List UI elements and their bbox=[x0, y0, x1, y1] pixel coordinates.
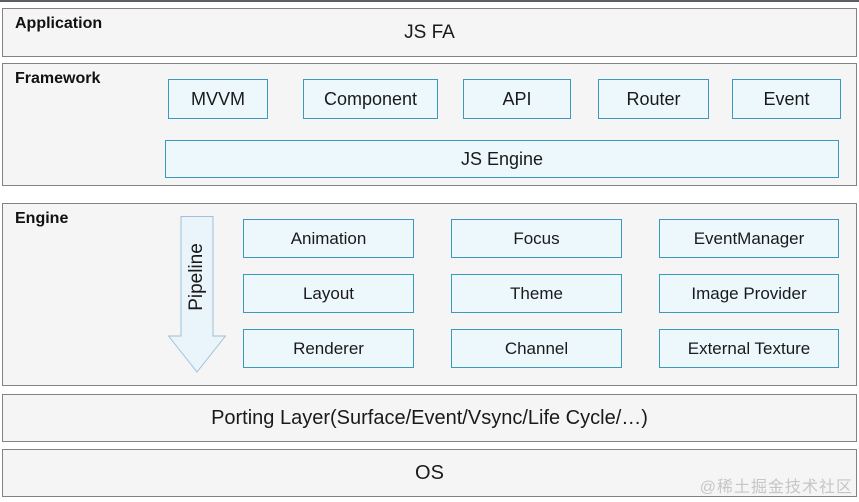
module-box-theme: Theme bbox=[451, 274, 622, 313]
module-box-api: API bbox=[463, 79, 571, 119]
module-box-animation: Animation bbox=[243, 219, 414, 258]
module-box-mvvm: MVVM bbox=[168, 79, 268, 119]
layer-framework: Framework MVVM Component API Router Even… bbox=[2, 63, 857, 186]
module-box-renderer: Renderer bbox=[243, 329, 414, 368]
module-box-router: Router bbox=[598, 79, 709, 119]
layer-os: OS bbox=[2, 449, 857, 497]
layer-porting: Porting Layer(Surface/Event/Vsync/Life C… bbox=[2, 394, 857, 442]
module-box-focus: Focus bbox=[451, 219, 622, 258]
os-text: OS bbox=[415, 461, 444, 484]
module-box-image-provider: Image Provider bbox=[659, 274, 839, 313]
layer-application-label: Application bbox=[15, 15, 103, 32]
module-box-external-texture: External Texture bbox=[659, 329, 839, 368]
engine-module-grid: Animation Focus EventManager Layout Them… bbox=[243, 219, 839, 368]
layer-application: Application JS FA bbox=[2, 8, 857, 57]
layer-engine-label: Engine bbox=[15, 210, 69, 227]
layer-engine: Engine Pipeline Animation Focus EventMan… bbox=[2, 203, 857, 386]
layer-framework-label: Framework bbox=[15, 70, 101, 87]
porting-layer-text: Porting Layer(Surface/Event/Vsync/Life C… bbox=[211, 406, 648, 429]
module-box-layout: Layout bbox=[243, 274, 414, 313]
pipeline-label: Pipeline bbox=[186, 243, 208, 311]
watermark-text: @稀土掘金技术社区 bbox=[699, 479, 853, 496]
pipeline-label-wrap: Pipeline bbox=[168, 216, 226, 338]
top-divider-line bbox=[0, 0, 859, 2]
pipeline-arrow-icon: Pipeline bbox=[168, 216, 226, 373]
module-box-channel: Channel bbox=[451, 329, 622, 368]
module-box-js-engine: JS Engine bbox=[165, 140, 839, 178]
js-fa-text: JS FA bbox=[404, 21, 455, 43]
module-box-event: Event bbox=[732, 79, 841, 119]
module-box-component: Component bbox=[303, 79, 438, 119]
module-box-eventmanager: EventManager bbox=[659, 219, 839, 258]
